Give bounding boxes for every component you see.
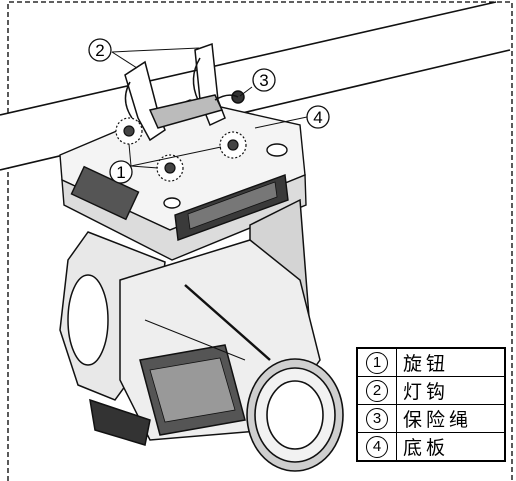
legend-row: 1 旋钮 <box>356 347 506 377</box>
callout-1: 1 <box>109 160 133 184</box>
callout-3: 3 <box>252 68 276 92</box>
legend-row: 2 灯钩 <box>356 376 506 405</box>
legend-label: 旋钮 <box>396 347 506 377</box>
legend-number: 1 <box>366 351 388 374</box>
callout-4: 4 <box>306 105 330 129</box>
clamps <box>124 42 245 142</box>
leader-lines <box>111 47 308 169</box>
svg-text:2: 2 <box>95 41 104 60</box>
parts-legend: 1 旋钮 2 灯钩 3 保险绳 4 底板 <box>356 347 506 462</box>
svg-text:4: 4 <box>313 108 322 127</box>
legend-number: 4 <box>366 435 388 458</box>
dashed-frame <box>7 1 513 481</box>
legend-label: 保险绳 <box>396 404 506 433</box>
legend-number: 3 <box>366 407 388 430</box>
legend-row: 4 底板 <box>356 432 506 462</box>
legend-label: 灯钩 <box>396 376 506 405</box>
svg-text:3: 3 <box>259 71 268 90</box>
callout-2: 2 <box>88 38 112 62</box>
svg-text:1: 1 <box>116 163 125 182</box>
legend-label: 底板 <box>396 432 506 462</box>
legend-row: 3 保险绳 <box>356 404 506 433</box>
legend-number: 2 <box>366 379 388 402</box>
lens <box>246 358 344 472</box>
knobs <box>115 117 247 182</box>
